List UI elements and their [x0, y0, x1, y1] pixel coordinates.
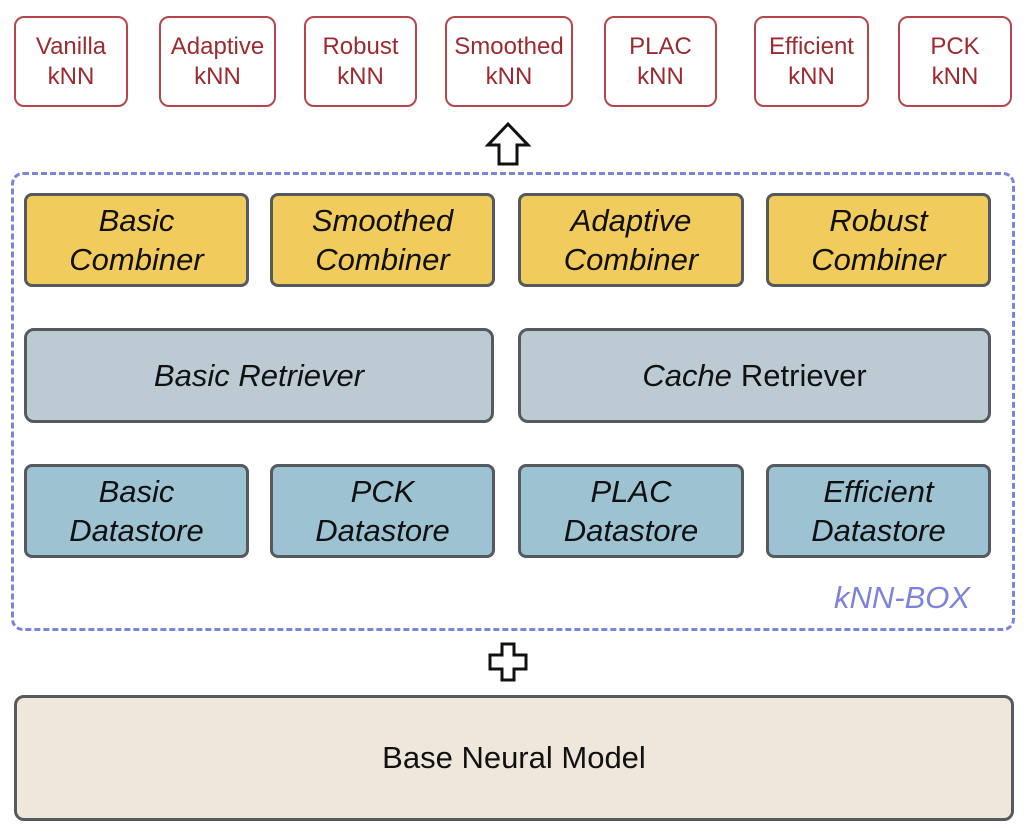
method-line1: PCK	[930, 32, 980, 60]
method-line1: Vanilla	[35, 32, 107, 60]
retriever-basic: Basic Retriever	[24, 328, 494, 423]
retriever-cache: Cache Retriever	[518, 328, 991, 423]
datastore-line2: Datastore	[69, 513, 204, 548]
up-arrow-icon	[484, 121, 532, 166]
method-smoothed-knn: Smoothed kNN	[445, 16, 573, 107]
method-line1: Robust	[322, 32, 399, 60]
datastore-line1: PLAC	[590, 474, 672, 509]
method-line1: Adaptive	[170, 32, 265, 60]
retriever-cache-italic: Cache	[642, 357, 732, 393]
plus-icon	[488, 642, 528, 682]
method-line2: kNN	[637, 62, 684, 90]
method-line2: kNN	[485, 62, 533, 90]
method-adaptive-knn: Adaptive kNN	[159, 16, 276, 107]
combiner-line1: Adaptive	[570, 203, 692, 238]
method-line2: kNN	[47, 62, 95, 90]
method-line2: kNN	[788, 62, 835, 90]
combiner-adaptive: Adaptive Combiner	[518, 193, 744, 287]
base-neural-model: Base Neural Model	[14, 695, 1014, 821]
datastore-line2: Datastore	[811, 513, 946, 548]
datastore-plac: PLAC Datastore	[518, 464, 744, 558]
datastore-line1: Efficient	[823, 474, 934, 509]
base-neural-model-label: Base Neural Model	[382, 740, 646, 775]
datastore-pck: PCK Datastore	[270, 464, 495, 558]
method-line2: kNN	[337, 62, 384, 90]
retriever-cache-plain: Retriever	[740, 357, 867, 393]
combiner-line1: Smoothed	[311, 203, 454, 238]
combiner-line1: Robust	[829, 203, 928, 238]
datastore-line2: Datastore	[315, 513, 450, 548]
method-efficient-knn: Efficient kNN	[754, 16, 869, 107]
retriever-basic-label: Basic Retriever	[153, 357, 365, 393]
datastore-line1: PCK	[350, 474, 415, 509]
datastore-line1: Basic	[98, 474, 175, 509]
method-vanilla-knn: Vanilla kNN	[14, 16, 128, 107]
method-robust-knn: Robust kNN	[304, 16, 417, 107]
knn-box-frame	[11, 172, 1015, 631]
combiner-line2: Combiner	[563, 242, 699, 277]
method-line1: Efficient	[769, 32, 854, 60]
datastore-basic: Basic Datastore	[24, 464, 249, 558]
combiner-line2: Combiner	[811, 242, 946, 277]
method-line1: PLAC	[629, 32, 692, 60]
datastore-efficient: Efficient Datastore	[766, 464, 991, 558]
method-pck-knn: PCK kNN	[898, 16, 1012, 107]
combiner-basic: Basic Combiner	[24, 193, 249, 287]
combiner-line1: Basic	[98, 203, 175, 238]
method-line1: Smoothed	[454, 32, 564, 60]
combiner-smoothed: Smoothed Combiner	[270, 193, 495, 287]
method-line2: kNN	[194, 62, 241, 90]
knn-box-label: kNN-BOX	[834, 580, 971, 615]
combiner-robust: Robust Combiner	[766, 193, 991, 287]
combiner-line2: Combiner	[69, 242, 204, 277]
combiner-line2: Combiner	[315, 242, 450, 277]
method-line2: kNN	[931, 62, 979, 90]
method-plac-knn: PLAC kNN	[604, 16, 717, 107]
datastore-line2: Datastore	[563, 513, 699, 548]
